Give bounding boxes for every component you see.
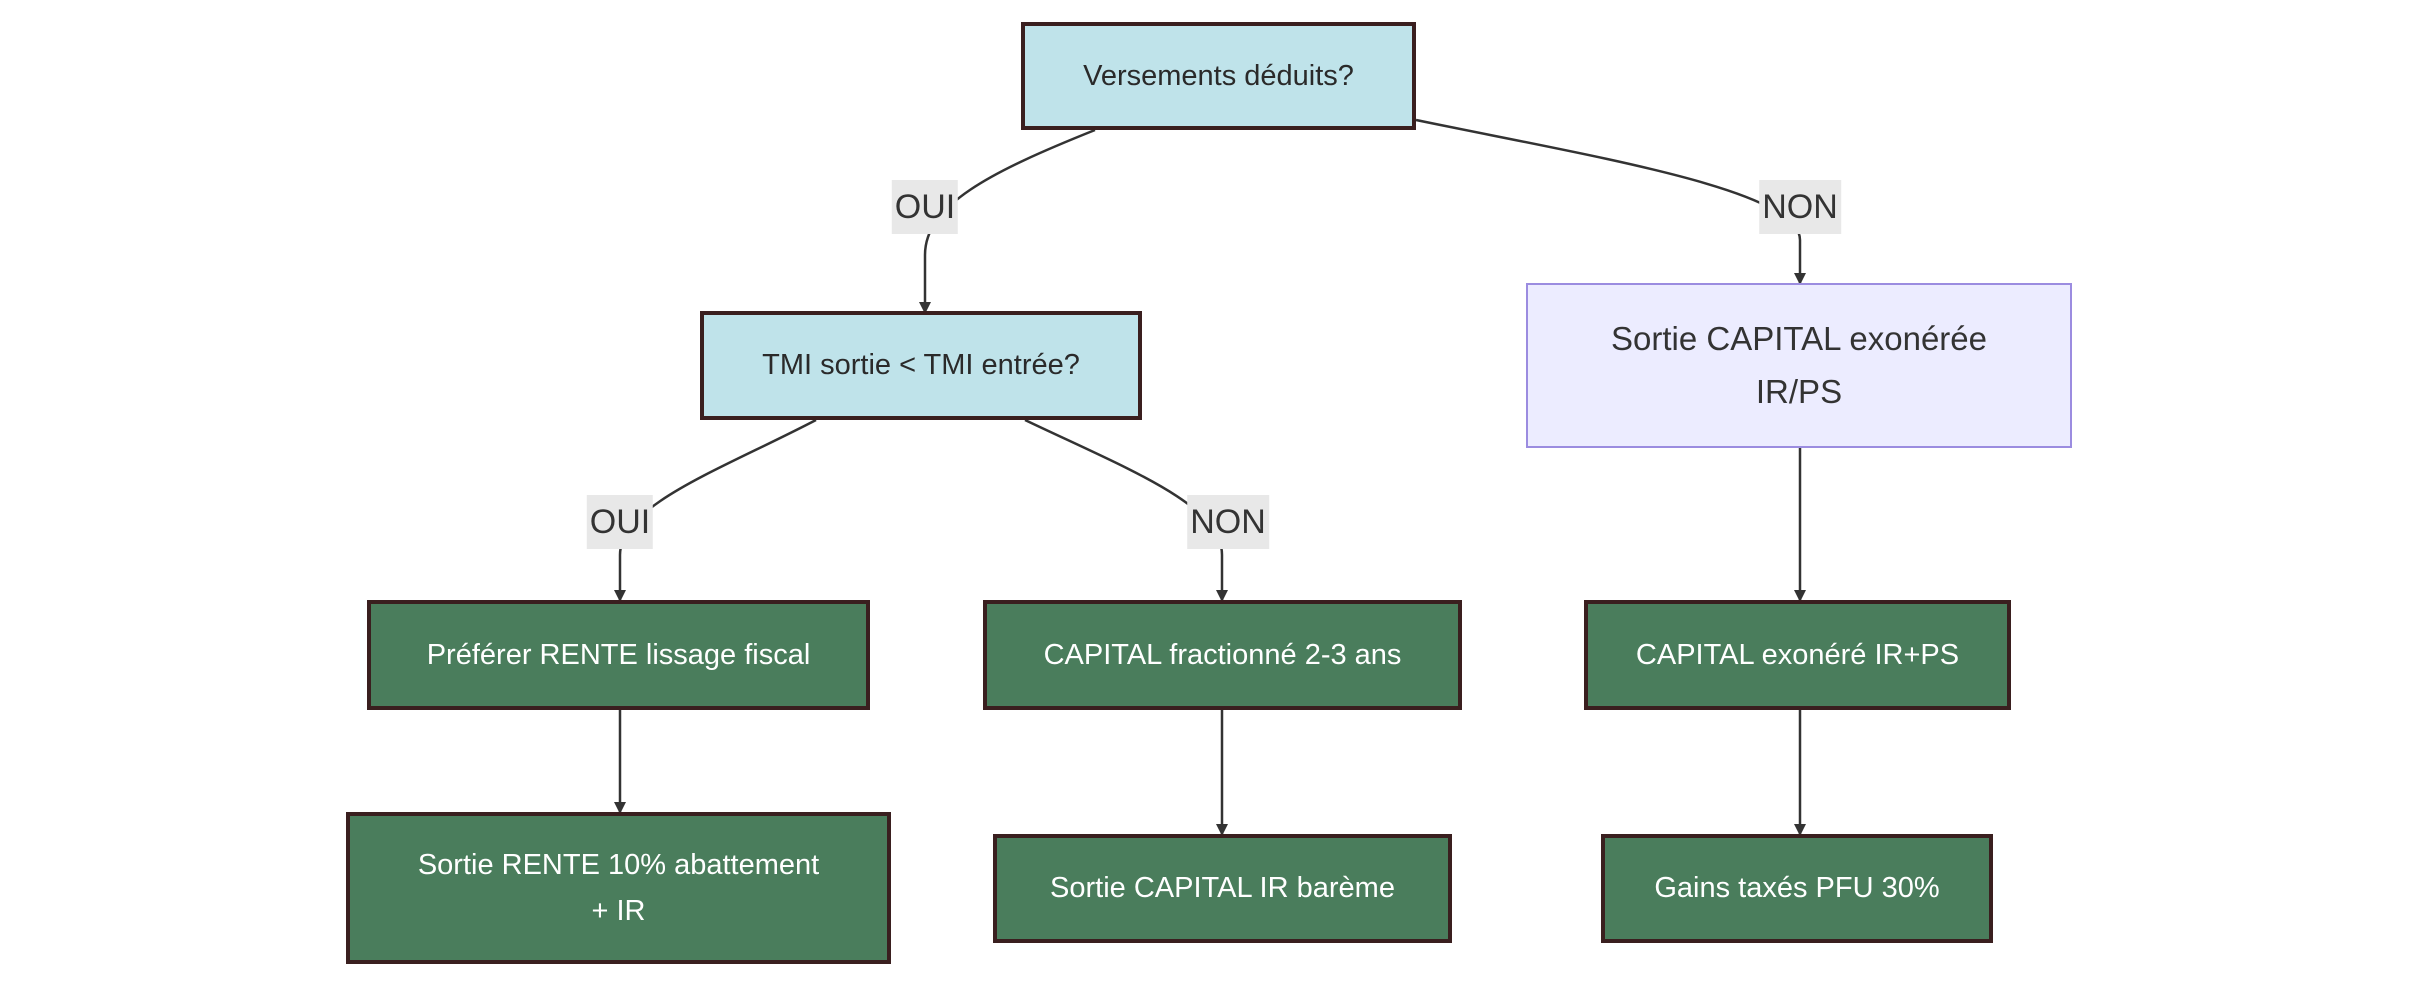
edge-label-versements-oui: OUI	[891, 180, 959, 234]
node-label: Versements déduits?	[1083, 59, 1354, 92]
node-label: CAPITAL exonéré IR+PS	[1635, 638, 1960, 671]
edge-versements-to-tmi	[919, 128, 1096, 314]
node-sortie-capital-ir: Sortie CAPITAL IR barème	[993, 834, 1452, 943]
node-label: Gains taxés PFU 30%	[1654, 872, 1940, 905]
node-gains-pfu: Gains taxés PFU 30%	[1601, 834, 1993, 943]
node-label: Préférer RENTE lissage fiscal	[426, 638, 811, 671]
node-capital-fractionne: CAPITAL fractionné 2-3 ans	[983, 600, 1462, 710]
node-capital-exonere: CAPITAL exonéré IR+PS	[1584, 600, 2011, 710]
node-preferer-rente: Préférer RENTE lissage fiscal	[367, 600, 870, 710]
edge-versements-to-sortie-capital	[1415, 118, 1806, 285]
node-sortie-rente: Sortie RENTE 10% abattement + IR	[346, 812, 891, 964]
node-label: Sortie CAPITAL IR barème	[1050, 872, 1395, 905]
node-tmi-comparaison: TMI sortie < TMI entrée?	[700, 311, 1142, 420]
node-versements-deduits: Versements déduits?	[1021, 22, 1416, 130]
node-label: TMI sortie < TMI entrée?	[762, 349, 1080, 382]
edge-label-tmi-non: NON	[1187, 495, 1269, 549]
node-sortie-capital-exoneree: Sortie CAPITAL exonérée IR/PS	[1526, 283, 2072, 448]
node-label: Sortie CAPITAL exonérée IR/PS	[1610, 319, 1988, 410]
edge-label-tmi-oui: OUI	[586, 495, 654, 549]
node-label: CAPITAL fractionné 2-3 ans	[1043, 638, 1402, 671]
edge-label-versements-non: NON	[1759, 180, 1841, 234]
node-label: Sortie RENTE 10% abattement + IR	[417, 848, 820, 927]
